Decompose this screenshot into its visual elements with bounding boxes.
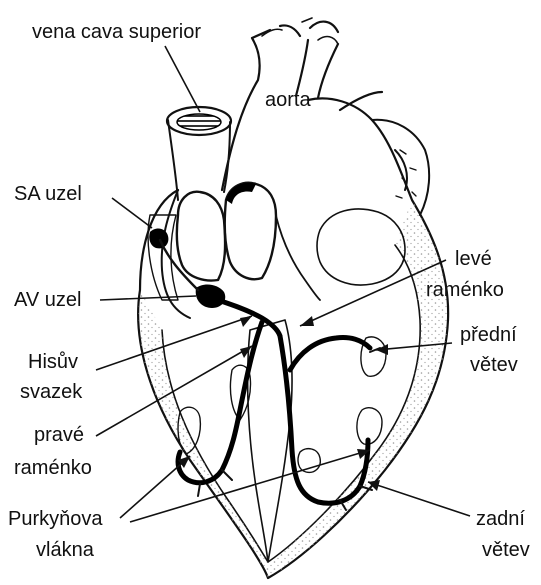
leader-hisuv-svazek xyxy=(96,316,252,370)
label-leve: levé xyxy=(455,248,492,270)
arrowhead-hisuv xyxy=(240,316,252,327)
leader-zadni-vetev xyxy=(368,482,470,516)
label-sa-uzel: SA uzel xyxy=(14,183,82,205)
label-vlakna: vlákna xyxy=(36,539,95,561)
label-purkynova: Purkyňova xyxy=(8,508,103,530)
vena-cava-lumen xyxy=(177,114,221,130)
leader-av-uzel xyxy=(100,296,196,300)
label-zadni: zadní xyxy=(476,508,525,530)
label-vetev-predni: větev xyxy=(470,354,518,376)
label-prave-ramenko: raménko xyxy=(14,457,92,479)
label-predni: přední xyxy=(460,324,517,346)
internodal-tract xyxy=(160,240,198,290)
atrial-septum xyxy=(276,216,320,300)
label-leve-ramenko: raménko xyxy=(426,279,504,301)
label-av-uzel: AV uzel xyxy=(14,289,81,311)
right-atrium-wall xyxy=(162,190,190,318)
sa-node xyxy=(149,229,168,249)
right-atrium-tissue xyxy=(148,215,178,300)
left-atrium xyxy=(317,209,405,285)
label-svazek: svazek xyxy=(20,381,83,403)
tricuspid-valve-left xyxy=(177,192,225,281)
arrowhead-predni xyxy=(376,344,388,355)
valve-dark-rim xyxy=(226,183,256,204)
leader-purkynova-1 xyxy=(120,456,190,518)
myocardium-stipple-right xyxy=(268,200,448,578)
arrowhead-leve-ramenko xyxy=(300,316,314,326)
pulmonary-trunk xyxy=(372,120,429,215)
label-vetev-zadni: větev xyxy=(482,539,530,561)
label-vena-cava-superior: vena cava superior xyxy=(32,21,201,43)
label-hisuv: Hisův xyxy=(28,351,78,373)
leader-sa-uzel xyxy=(112,198,152,228)
label-aorta: aorta xyxy=(265,89,311,111)
anterior-fascicle-path xyxy=(290,337,370,370)
label-prave: pravé xyxy=(34,424,84,446)
leader-vena-cava xyxy=(165,46,200,112)
